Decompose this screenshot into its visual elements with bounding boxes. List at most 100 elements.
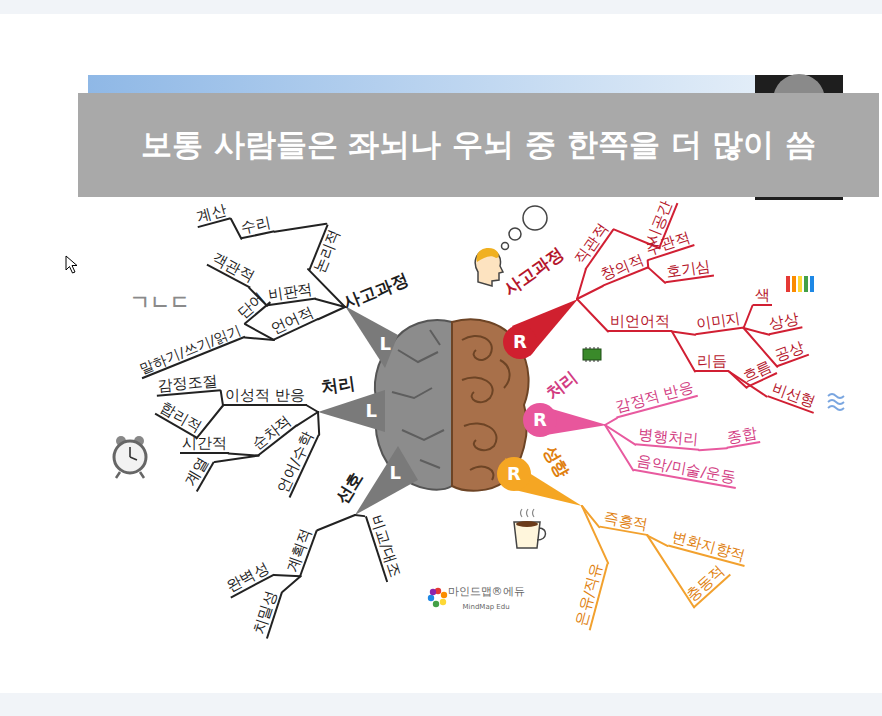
left-hemisphere (375, 320, 452, 490)
branch-label: 리듬 (695, 353, 729, 372)
branch-line (699, 448, 727, 450)
cup-handle (537, 528, 546, 540)
clock-legs (116, 472, 144, 478)
branch-label: 종합 (724, 424, 761, 449)
bottom-strip (0, 693, 882, 716)
branch-line (297, 412, 318, 425)
branch-line (275, 224, 327, 232)
hemisphere-letter: L (378, 334, 393, 355)
thought-bubble (502, 243, 509, 250)
branch-line (744, 306, 753, 328)
head-hair (477, 248, 499, 262)
logo-text: 마인드맵®에듀 (446, 586, 527, 599)
branch-line (308, 269, 345, 307)
branch-label: 순차적 (247, 410, 297, 455)
logo-petal (440, 599, 446, 605)
branch-label: 창의적 (596, 250, 649, 286)
branch-line (577, 299, 608, 332)
rainbow-bar (792, 276, 796, 292)
hemisphere-letter: L (388, 463, 403, 484)
rainbow-bar (798, 276, 802, 292)
branch-label: 색 (753, 287, 772, 306)
branch-label: 병행처리 (635, 426, 700, 451)
branch-line (245, 338, 274, 340)
coffee-cup (514, 522, 540, 548)
right-branch-blob (523, 403, 557, 437)
logo-petal (428, 595, 434, 601)
branch-label: ㄱㄴㄷ (128, 291, 192, 314)
branch-label: 계열 (181, 453, 215, 492)
wave-icon (828, 394, 844, 410)
hemisphere-letter: L (364, 401, 379, 422)
branch-line (605, 425, 635, 445)
steam (521, 509, 535, 517)
branch-line (318, 412, 319, 435)
branch-line (647, 261, 650, 268)
right-sulci (462, 336, 510, 480)
branch-label: 즉흥적 (599, 508, 651, 535)
branch-label: 단어 (233, 288, 271, 325)
right-branch-blob (497, 457, 531, 491)
logo-petal (430, 589, 436, 595)
clock-face (114, 441, 146, 473)
branch-label: 논리적 (308, 224, 344, 277)
coffee (516, 521, 538, 527)
mouse-cursor (66, 256, 77, 273)
branch-label: 비언어적 (608, 313, 672, 332)
thought-bubble (523, 206, 547, 230)
branch-line (577, 286, 603, 299)
hemisphere-letter: R (531, 410, 549, 431)
branch-label: 수리 (237, 213, 274, 239)
branch-label: 상상 (765, 309, 802, 335)
hemisphere-letter: R (505, 464, 523, 485)
branch-line (605, 425, 633, 470)
branch-line (318, 307, 345, 319)
branch-label: 치밀성 (249, 586, 282, 639)
branch-line (648, 268, 665, 283)
branch-label: 객관적 (206, 248, 258, 288)
chip-icon (583, 349, 601, 360)
branch-label: 말하기/쓰기/읽기 (135, 321, 245, 380)
left-sulci (392, 330, 444, 468)
logo-petal (441, 592, 447, 598)
branch-label: 시간적 (180, 435, 229, 454)
branch-label: 계산 (193, 200, 231, 227)
left-branch-wedge (345, 306, 398, 368)
branch-label: 충동적 (681, 561, 730, 608)
branch-label: 비판적 (264, 280, 315, 306)
branch-label: 음악/미술/운동 (633, 452, 739, 489)
branch-label: 은유/직유 (572, 558, 608, 630)
branch-line (355, 515, 364, 516)
branch-label: 비교/대조 (364, 510, 404, 582)
branch-label: 감정적 반응 (612, 378, 698, 418)
right-branch-blob (503, 325, 537, 359)
branch-line (307, 406, 318, 413)
rainbow-bar (786, 276, 790, 292)
branch-label: 사고과정 (339, 269, 413, 314)
branch-line (215, 456, 259, 462)
branch-label: 이성적 반응 (223, 387, 307, 406)
branch-label: 성향 (538, 440, 574, 483)
branch-line (672, 332, 695, 335)
hemisphere-letter: R (511, 332, 529, 353)
branch-label: 처리 (318, 373, 358, 398)
branch-label: 변화지향적 (667, 528, 748, 567)
clock-hands (130, 447, 137, 460)
branch-label: 호기심 (662, 257, 713, 283)
top-strip (0, 0, 882, 14)
branch-label: 비선형 (767, 379, 820, 414)
right-hemisphere (452, 319, 529, 490)
right-branch-wedge (505, 458, 582, 506)
logo-text: MindMap Edu (461, 603, 512, 611)
branch-line (605, 418, 617, 425)
logo-petal (433, 601, 439, 607)
branch-label: 감정조절 (155, 372, 220, 397)
caption-text: 보통 사람들은 좌뇌나 우뇌 중 한쪽을 더 많이 씀 (141, 124, 816, 166)
branch-label: 언어적 (266, 302, 319, 340)
branch-label: 사고과정 (499, 243, 569, 300)
branch-line (672, 332, 695, 372)
branch-line (283, 576, 301, 591)
branch-label: 직관적 (570, 219, 614, 270)
caption-overlay-box: 보통 사람들은 좌뇌나 우뇌 중 한쪽을 더 많이 씀 (78, 93, 879, 197)
